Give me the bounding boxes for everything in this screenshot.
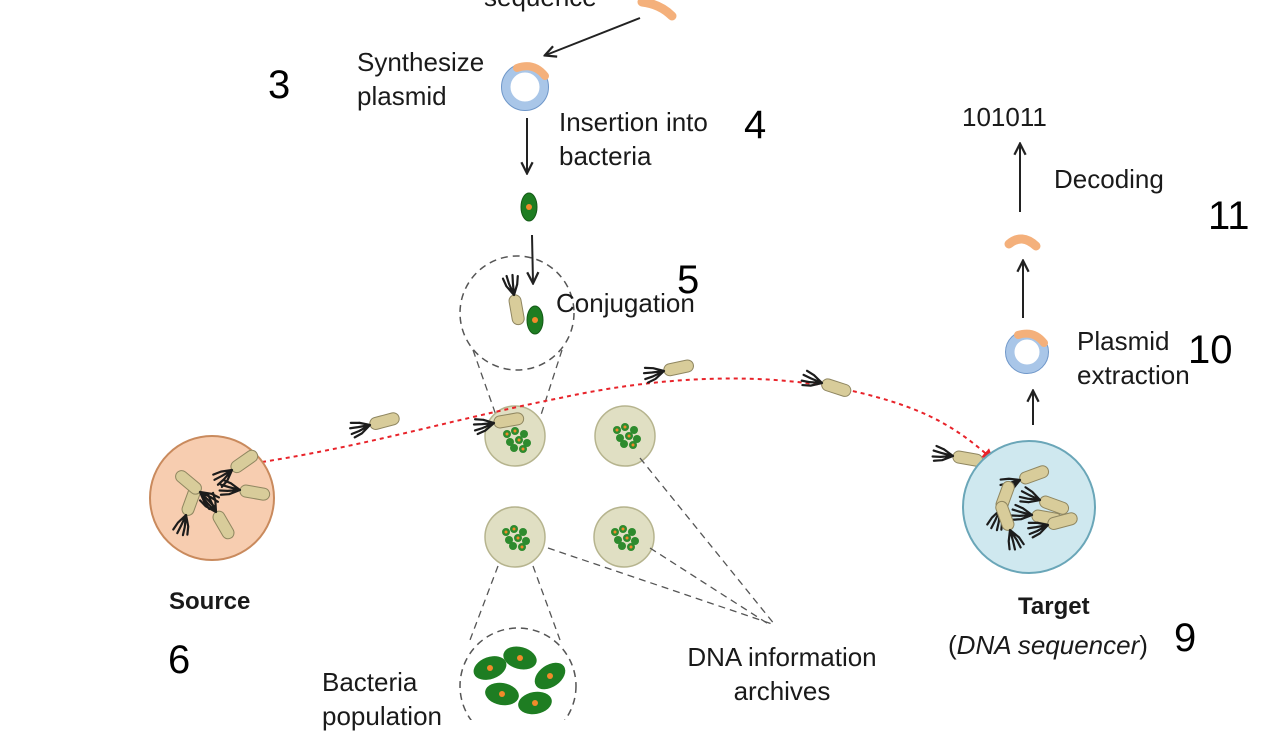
step-6: 6 [168, 638, 191, 682]
target-colony-icon [962, 440, 1096, 574]
petri-dish-icon [593, 506, 655, 568]
label-source: Source [169, 588, 251, 615]
arrow-to-plasmid [546, 17, 641, 55]
step-10: 10 [1188, 328, 1233, 372]
label-target-sub: (DNA sequencer) [948, 630, 1148, 660]
dna-insert-icon [1004, 234, 1041, 251]
label-decoding: Decoding [1054, 164, 1164, 194]
petri-dish-icon [484, 506, 546, 568]
label-target: Target [1018, 593, 1090, 620]
bacterium-icon [526, 305, 544, 335]
bacterium-icon [520, 192, 538, 222]
bacteria-population-icon [473, 646, 566, 715]
label-bacteria-population: Bacteria population [322, 667, 442, 732]
step-9: 9 [1174, 616, 1197, 660]
step-3: 3 [268, 63, 291, 107]
label-plasmid-extraction: Plasmid extraction [1077, 326, 1190, 391]
plasmid-icon [501, 62, 549, 111]
phage-icon [501, 272, 528, 328]
conjugation-zoom-circle [459, 255, 575, 371]
phage-icon [930, 444, 985, 471]
population-zoom-circle [459, 627, 577, 720]
label-insertion: Insertion into bacteria [559, 107, 708, 172]
label-synthesize-plasmid: Synthesize plasmid [357, 47, 485, 112]
step-4: 4 [744, 103, 767, 147]
transfer-path [261, 377, 994, 463]
label-dna-archives: DNA information archives [687, 642, 877, 707]
label-binary-output: 101011 [962, 102, 1047, 132]
label-conjugation: Conjugation [556, 288, 695, 318]
label-sequence: sequence [484, 0, 597, 14]
plasmid-icon [1005, 329, 1049, 374]
arrow-conjugation [532, 234, 533, 282]
phage-icon [799, 369, 854, 401]
step-5: 5 [677, 258, 700, 302]
dna-insert-icon [637, 0, 677, 21]
petri-dish-icon [594, 405, 656, 467]
phage-icon [347, 409, 403, 440]
step-11: 11 [1208, 194, 1250, 238]
source-colony-icon [149, 435, 275, 561]
